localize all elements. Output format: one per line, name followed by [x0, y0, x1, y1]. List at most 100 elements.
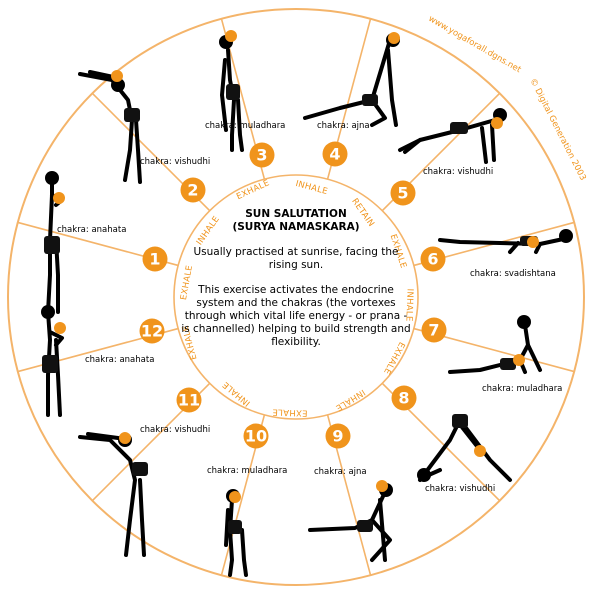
- pose-limb: [370, 98, 387, 127]
- stage-3: chakra: muladhara 3: [205, 30, 285, 168]
- stage-badge-3: [249, 142, 275, 168]
- chakra-label-2: chakra: vishudhi: [140, 157, 210, 167]
- pose-limb: [54, 338, 62, 417]
- stage-badge-6: [420, 246, 446, 272]
- stage-badge-9: [325, 423, 351, 449]
- pose-figure-5: [398, 108, 507, 164]
- stage-number-11: 11: [178, 391, 200, 410]
- pose-shorts: [42, 355, 58, 373]
- stage-1: chakra: anahata 1: [44, 171, 168, 314]
- breath-label-5: INHALE: [403, 288, 414, 321]
- pose-limb: [378, 498, 387, 562]
- inner-circle: [173, 174, 419, 420]
- chakra-dot: [119, 432, 131, 444]
- chakra-dot: [491, 117, 503, 129]
- stage-badge-12: [139, 318, 165, 344]
- chakra-label-1: chakra: anahata: [57, 225, 126, 235]
- pose-limb: [138, 478, 146, 557]
- pose-figure-3: [219, 30, 244, 152]
- pose-figure-6: [438, 229, 573, 254]
- center-description: SUN SALUTATION (SURYA NAMASKARA) Usually…: [180, 208, 412, 349]
- chakra-label-10: chakra: muladhara: [207, 466, 287, 476]
- pose-shorts: [450, 122, 468, 134]
- pose-shorts: [226, 84, 240, 100]
- pose-limb: [236, 98, 244, 152]
- chakra-dot: [229, 491, 241, 503]
- pose-limb: [220, 58, 228, 132]
- center-paragraph-2: This exercise activates the endocrine sy…: [181, 284, 411, 348]
- pose-limb: [534, 242, 542, 254]
- chakra-label-8: chakra: vishudhi: [425, 484, 495, 494]
- pose-shorts: [132, 462, 148, 476]
- stage-9: chakra: ajna 9: [308, 423, 393, 562]
- pose-figure-11: [78, 432, 148, 557]
- stage-7: chakra: muladhara 7: [421, 315, 562, 394]
- stage-number-3: 3: [256, 146, 267, 165]
- pose-shorts: [44, 236, 60, 254]
- pose-head: [111, 78, 125, 92]
- stage-12: chakra: anahata 12: [41, 305, 165, 417]
- stage-badge-10: [243, 423, 269, 449]
- chakra-dot: [376, 480, 388, 492]
- chakra-dot: [474, 445, 486, 457]
- pose-limb: [403, 138, 422, 154]
- pose-limb: [480, 126, 488, 164]
- pose-limb: [370, 518, 392, 562]
- pose-head: [417, 468, 431, 482]
- pose-shorts: [362, 94, 378, 106]
- stage-number-6: 6: [427, 250, 438, 269]
- stage-number-10: 10: [245, 427, 267, 446]
- pose-head: [45, 171, 59, 185]
- chakra-label-3: chakra: muladhara: [205, 121, 285, 131]
- stage-number-2: 2: [187, 181, 198, 200]
- stage-badge-2: [180, 177, 206, 203]
- chakra-label-9: chakra: ajna: [314, 467, 367, 477]
- stage-badge-11: [176, 387, 202, 413]
- chakra-label-7: chakra: muladhara: [482, 384, 562, 394]
- pose-head: [41, 305, 55, 319]
- pose-head: [517, 315, 531, 329]
- pose-shorts: [357, 520, 373, 532]
- stage-badge-5: [390, 180, 416, 206]
- chakra-dot: [54, 322, 66, 334]
- pose-limb: [490, 123, 496, 162]
- pose-limb: [508, 241, 520, 254]
- stage-number-1: 1: [149, 250, 160, 269]
- pose-limb: [228, 498, 234, 577]
- pose-figure-2: [78, 70, 142, 184]
- chakra-dot: [225, 30, 237, 42]
- pose-figure-9: [308, 480, 393, 562]
- stage-8: chakra: vishudhi 8: [391, 385, 512, 494]
- stage-badge-8: [391, 385, 417, 411]
- stage-2: chakra: vishudhi 2: [78, 70, 210, 203]
- breath-label-8: EXHALE: [272, 406, 308, 417]
- stage-badge-1: [142, 246, 168, 272]
- pose-figure-1: [44, 171, 65, 314]
- stage-number-5: 5: [397, 184, 408, 203]
- stage-badge-4: [322, 141, 348, 167]
- pose-limb: [86, 432, 120, 440]
- chakra-label-12: chakra: anahata: [85, 355, 154, 365]
- stage-number-4: 4: [329, 145, 340, 164]
- chakra-label-6: chakra: svadishtana: [470, 269, 556, 279]
- pose-figure-8: [417, 414, 512, 482]
- pose-limb: [386, 48, 398, 127]
- pose-shorts: [500, 358, 516, 370]
- stage-number-7: 7: [428, 321, 439, 340]
- stage-10: chakra: muladhara 10: [207, 423, 287, 577]
- pose-limb: [526, 343, 542, 372]
- pose-limb: [224, 508, 230, 547]
- chakra-dot: [527, 236, 539, 248]
- stage-number-9: 9: [332, 427, 343, 446]
- stage-number-8: 8: [398, 389, 409, 408]
- stage-number-12: 12: [141, 322, 163, 341]
- pose-limb: [438, 236, 570, 246]
- chakra-dot: [513, 354, 525, 366]
- chakra-dot: [111, 70, 123, 82]
- pose-shorts: [228, 520, 242, 534]
- pose-figure-10: [224, 489, 248, 577]
- pose-shorts: [124, 108, 140, 122]
- chakra-dot: [53, 192, 65, 204]
